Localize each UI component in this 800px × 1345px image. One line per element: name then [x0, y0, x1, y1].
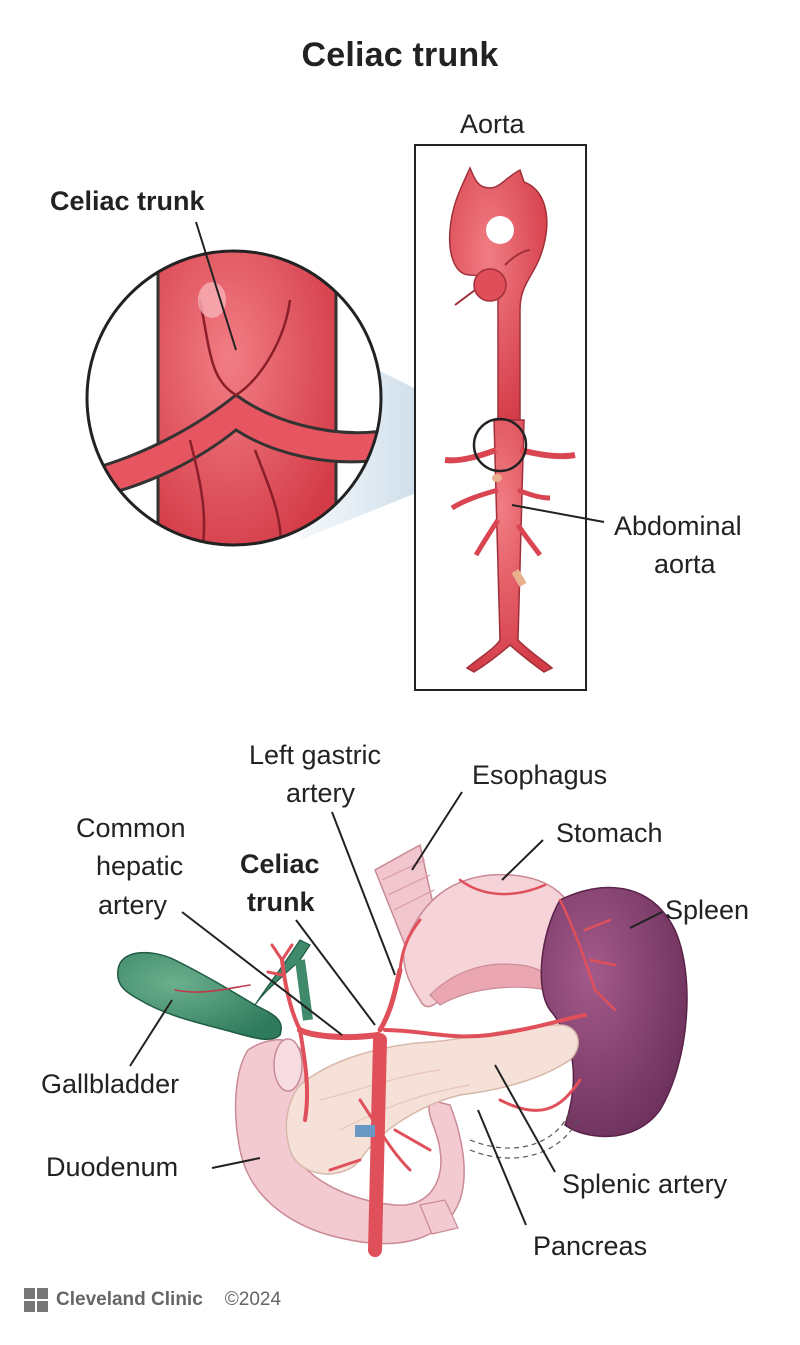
spleen-shape: [540, 886, 688, 1138]
label-esophagus: Esophagus: [472, 760, 608, 790]
label-pancreas: Pancreas: [533, 1231, 648, 1261]
celiac-arteries: [174, 878, 617, 1257]
label-left-gastric-line2: artery: [286, 778, 356, 808]
label-abdominal-line1: Abdominal: [614, 511, 742, 541]
label-celiac-trunk-inset: Celiac trunk: [50, 186, 205, 216]
page-title: Celiac trunk: [301, 36, 499, 74]
portal-vein-stub: [355, 1125, 375, 1137]
zoom-target-circle: [472, 417, 528, 473]
label-common-hepatic-line1: Common: [76, 813, 186, 843]
label-abdominal-line2: aorta: [654, 549, 716, 579]
zoom-circle-outline: [85, 249, 383, 547]
bottom-leaders: [129, 791, 663, 1226]
celiac-zoom-inset: [87, 251, 381, 545]
label-common-hepatic-line3: artery: [98, 890, 168, 920]
label-celiac-line2: trunk: [247, 887, 315, 917]
label-spleen: Spleen: [665, 895, 750, 925]
label-stomach: Stomach: [556, 818, 663, 848]
label-left-gastric-line1: Left gastric: [249, 740, 382, 770]
label-aorta: Aorta: [460, 109, 525, 139]
label-splenic-artery: Splenic artery: [562, 1169, 728, 1199]
footer: Cleveland Clinic ©2024: [24, 1288, 281, 1312]
gallbladder-shape: [117, 951, 282, 1040]
label-common-hepatic-line2: hepatic: [96, 851, 184, 881]
leader-abdominal: [511, 504, 605, 523]
footer-brand: Cleveland Clinic: [56, 1289, 203, 1310]
footer-copyright: ©2024: [224, 1289, 282, 1310]
cleveland-clinic-logo-icon: [24, 1288, 48, 1312]
leader-celiac-top: [195, 221, 237, 351]
label-duodenum: Duodenum: [46, 1152, 179, 1182]
aorta-drawing: [444, 166, 576, 673]
label-celiac-line1: Celiac: [240, 849, 320, 879]
label-gallbladder: Gallbladder: [41, 1069, 180, 1099]
pancreas-shape: [285, 1024, 579, 1175]
